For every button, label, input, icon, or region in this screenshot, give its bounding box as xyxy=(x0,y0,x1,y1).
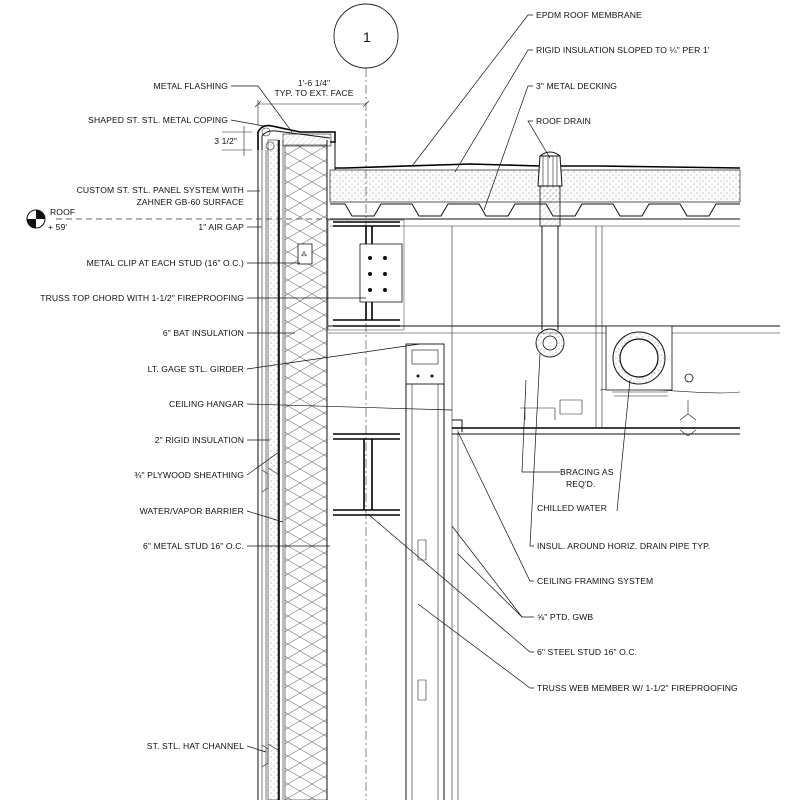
elevation-value: + 59' xyxy=(48,222,67,232)
svg-text:⁂: ⁂ xyxy=(301,252,307,258)
grid-line-1: 1 xyxy=(333,3,399,800)
label-gwb: ⅝" PTD. GWB xyxy=(537,612,593,622)
label-air-gap: 1" AIR GAP xyxy=(198,222,244,232)
roof-drain xyxy=(535,151,565,358)
label-metal-flashing: METAL FLASHING xyxy=(154,81,229,91)
label-rigid-insulation: 2" RIGID INSULATION xyxy=(155,435,244,445)
label-chilled-water: CHILLED WATER xyxy=(537,503,607,513)
grid-bubble-number: 1 xyxy=(363,29,371,45)
right-callouts: EPDM ROOF MEMBRANE RIGID INSULATION SLOP… xyxy=(367,10,738,693)
label-bracing-1: BRACING AS xyxy=(560,467,614,477)
metal-coping xyxy=(257,124,336,151)
left-callouts: METAL FLASHING SHAPED ST. STL. METAL COP… xyxy=(40,81,453,753)
label-rigid-insulation-sloped: RIGID INSULATION SLOPED TO ¼" PER 1' xyxy=(536,45,710,55)
label-water-vapor-barrier: WATER/VAPOR BARRIER xyxy=(140,506,244,516)
exterior-wall xyxy=(257,139,328,800)
truss-top-chord: ⁂ xyxy=(297,219,405,331)
label-panel-system-2: ZAHNER GB-60 SURFACE xyxy=(136,197,244,207)
roof-assembly xyxy=(329,132,741,227)
label-metal-clip: METAL CLIP AT EACH STUD (16" O.C.) xyxy=(87,258,244,268)
label-bat-insulation: 6" BAT INSULATION xyxy=(163,328,244,338)
label-ceiling-hangar: CEILING HANGAR xyxy=(169,399,244,409)
label-roof-drain: ROOF DRAIN xyxy=(536,116,591,126)
dimension-coping-height: 3 1/2" xyxy=(214,126,252,156)
grid-bubble xyxy=(333,3,399,69)
label-metal-decking: 3" METAL DECKING xyxy=(536,81,617,91)
chilled-water-pipe xyxy=(605,325,673,397)
elevation-name: ROOF xyxy=(50,207,75,217)
roof-elevation-marker: ROOF + 59' xyxy=(26,207,330,232)
dim-coping-height: 3 1/2" xyxy=(214,136,237,146)
dim-wall-width-note: TYP. TO EXT. FACE xyxy=(274,88,353,98)
label-girder: LT. GAGE STL. GIRDER xyxy=(148,364,244,374)
dim-wall-width-value: 1'-6 1/4" xyxy=(298,78,330,88)
truss-web-member xyxy=(333,226,459,800)
label-hat-channel: ST. STL. HAT CHANNEL xyxy=(147,741,244,751)
label-panel-system-1: CUSTOM ST. STL. PANEL SYSTEM WITH xyxy=(77,185,244,195)
label-plywood-sheathing: ¾" PLYWOOD SHEATHING xyxy=(134,470,244,480)
label-metal-stud: 6" METAL STUD 16" O.C. xyxy=(143,541,244,551)
ceiling-framing xyxy=(452,226,741,437)
label-epdm-membrane: EPDM ROOF MEMBRANE xyxy=(536,10,642,20)
lt-gage-girder xyxy=(328,325,780,385)
label-ceiling-framing: CEILING FRAMING SYSTEM xyxy=(537,576,653,586)
dimension-wall-width: 1'-6 1/4" TYP. TO EXT. FACE xyxy=(254,78,370,126)
label-truss-web-member: TRUSS WEB MEMBER W/ 1-1/2" FIREPROOFING xyxy=(537,683,738,693)
label-bracing-2: REQ'D. xyxy=(566,479,595,489)
label-insul-drain-pipe: INSUL. AROUND HORIZ. DRAIN PIPE TYP. xyxy=(537,541,710,551)
label-metal-coping: SHAPED ST. STL. METAL COPING xyxy=(88,115,228,125)
label-steel-stud: 6" STEEL STUD 16" O.C. xyxy=(537,647,637,657)
label-truss-top-chord: TRUSS TOP CHORD WITH 1-1/2" FIREPROOFING xyxy=(40,293,244,303)
